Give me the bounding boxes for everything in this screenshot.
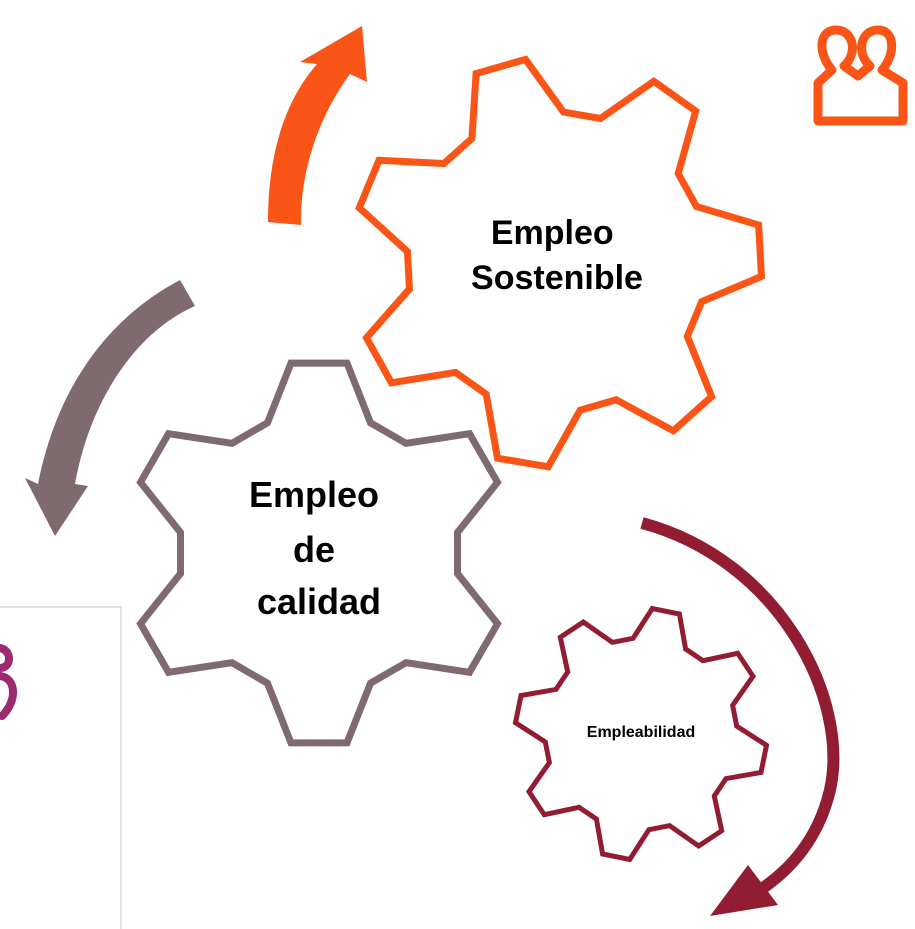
logo-icon: [813, 25, 908, 126]
gear-empleabilidad: Empleabilidad: [512, 605, 770, 863]
label-line-3: calidad: [257, 581, 381, 622]
label-line-2: de: [293, 529, 335, 570]
left-panel-frame: [0, 606, 122, 929]
arrow-maroon: [640, 517, 840, 916]
arrow-orange: [268, 26, 367, 225]
label-line-1: Empleabilidad: [587, 724, 695, 741]
label-line-2: Sostenible: [471, 259, 643, 297]
gear-empleabilidad-label: Empleabilidad: [587, 724, 695, 741]
gear-empleo-sostenible-label: Empleo Sostenible: [471, 214, 643, 297]
gear-empleo-de-calidad: Empleo de calidad: [136, 359, 502, 747]
gear-empleo-sostenible: Empleo Sostenible: [355, 55, 766, 471]
label-line-1: Empleo: [249, 474, 379, 515]
partial-glyph-icon: [0, 644, 17, 720]
label-line-1: Empleo: [491, 214, 614, 252]
arrow-grey: [25, 280, 195, 536]
gear-empleo-de-calidad-label: Empleo de calidad: [249, 474, 389, 622]
